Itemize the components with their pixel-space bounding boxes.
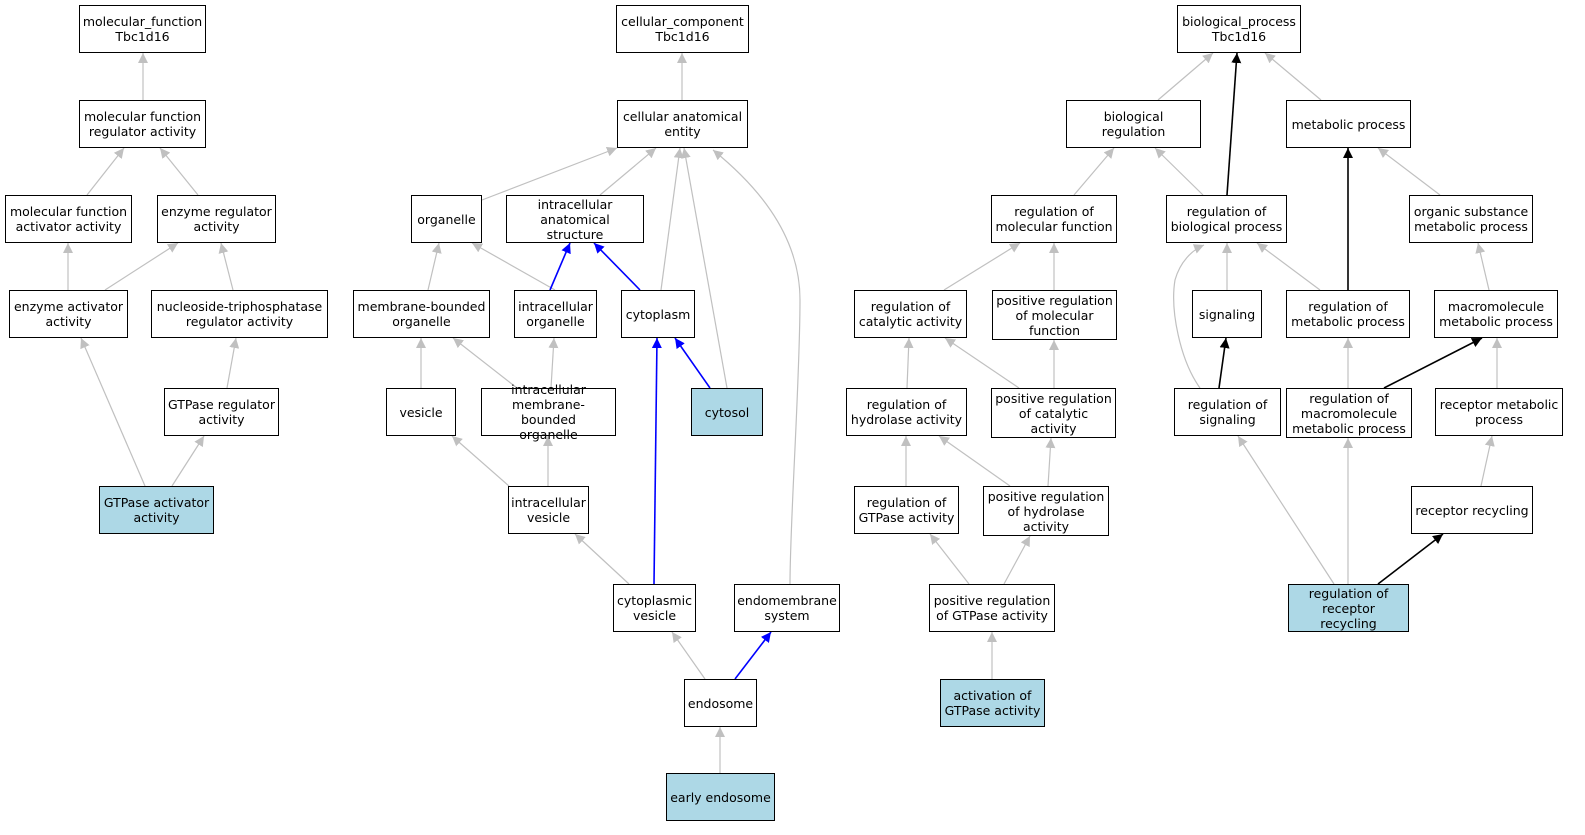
node-cytoplasm[interactable]: cytoplasm [621,290,695,338]
node-cc-root[interactable]: cellular_component Tbc1d16 [616,5,749,53]
edge-imbo-to-io [548,337,559,389]
edge-bio_reg-to-bp_root [1157,52,1214,101]
edge-cytosol-to-cae [680,147,728,389]
edge-reg_sig-to-reg_bp [1173,244,1205,389]
node-organelle[interactable]: organelle [411,195,482,243]
edge-ntp_reg-to-enz_reg [218,242,234,291]
edge-gtpase_reg-to-ntp_reg [226,337,240,389]
edge-reg_mmp-to-mmp [1383,337,1483,389]
node-mbo[interactable]: membrane-bounded organelle [353,290,490,338]
node-rec-recyc[interactable]: receptor recycling [1411,486,1533,534]
edge-osmp-to-met_proc [1377,147,1441,196]
edge-cytoplasm-to-cae [660,147,684,291]
edge-reg_cat-to-reg_mf [943,242,1021,291]
node-reg-mf[interactable]: regulation of molecular function [991,195,1117,243]
node-act-gtp[interactable]: activation of GTPase activity [940,679,1045,727]
node-pos-reg-cat[interactable]: positive regulation of catalytic activit… [991,388,1116,438]
node-mf-reg[interactable]: molecular function regulator activity [79,100,206,148]
node-signaling[interactable]: signaling [1192,290,1262,338]
node-pos-reg-hyd[interactable]: positive regulation of hydrolase activit… [983,486,1109,536]
node-mf-act[interactable]: molecular function activator activity [5,195,132,243]
edge-organelle-to-cae [481,146,618,201]
edge-reg_mp-to-reg_bp [1256,242,1321,291]
edge-cv-to-cytoplasm [651,337,662,585]
node-reg-sig[interactable]: regulation of signaling [1174,388,1281,436]
node-bio-reg[interactable]: biological regulation [1066,100,1201,148]
node-ias[interactable]: intracellular anatomical structure [506,195,644,243]
node-enz-reg[interactable]: enzyme regulator activity [157,195,276,243]
node-reg-hyd[interactable]: regulation of hydrolase activity [846,388,967,436]
edge-reg_sig-to-signaling [1218,337,1230,389]
edge-rec_recyc-to-rmp [1480,435,1495,487]
edge-enz_reg-to-mf_reg [159,147,199,196]
edge-reg_rec_recyc-to-reg_sig [1237,435,1335,585]
node-imbo[interactable]: intracellular membrane-bounded organelle [481,382,616,442]
edge-reg_rec_recyc-to-rec_recyc [1377,533,1444,585]
edge-io-to-ias [549,242,571,291]
node-io[interactable]: intracellular organelle [514,290,597,338]
node-pos-reg-gtp[interactable]: positive regulation of GTPase activity [929,584,1055,632]
edge-imbo-to-mbo [452,337,518,389]
edge-gtpase_act-to-enz_act [80,337,146,487]
edge-mmp-to-osmp [1475,242,1490,291]
edge-reg_bp-to-bio_reg [1154,147,1204,196]
node-mmp[interactable]: macromolecule metabolic process [1434,290,1558,338]
node-endosome[interactable]: endosome [684,679,757,727]
node-met-proc[interactable]: metabolic process [1286,100,1411,148]
edge-pos_reg_cat-to-reg_cat [944,337,1020,389]
edge-ias-to-cae [599,147,657,196]
edge-met_proc-to-bp_root [1264,52,1322,101]
node-iv[interactable]: intracellular vesicle [508,486,589,534]
edge-reg_mf-to-bio_reg [1073,147,1115,196]
edge-reg_bp-to-bp_root [1226,52,1242,196]
edge-mf_act-to-mf_reg [86,147,125,196]
edge-iv-to-vesicle [451,435,510,487]
node-bp-root[interactable]: biological_process Tbc1d16 [1177,5,1301,53]
node-ntp-reg[interactable]: nucleoside-triphosphatase regulator acti… [151,290,328,338]
node-mf-root[interactable]: molecular_function Tbc1d16 [79,5,206,53]
edge-reg_hyd-to-reg_cat [903,337,914,389]
node-reg-cat[interactable]: regulation of catalytic activity [854,290,967,338]
edge-pos_reg_gtp-to-pos_reg_hyd [1003,535,1031,585]
node-early-endo[interactable]: early endosome [666,773,775,821]
node-cae[interactable]: cellular anatomical entity [617,100,748,148]
edge-cytoplasm-to-ias [593,242,641,291]
node-gtpase-act[interactable]: GTPase activator activity [99,486,214,534]
node-reg-rec-recyc[interactable]: regulation of receptor recycling [1288,584,1409,632]
node-reg-mp[interactable]: regulation of metabolic process [1286,290,1410,338]
edge-gtpase_act-to-gtpase_reg [171,435,205,487]
edge-endosome-to-cv [671,631,706,680]
node-reg-bp[interactable]: regulation of biological process [1166,195,1287,243]
edge-endosome-to-endomem [734,631,772,680]
edge-pos_reg_hyd-to-pos_reg_cat [1045,437,1056,487]
node-osmp[interactable]: organic substance metabolic process [1409,195,1533,243]
node-gtpase-reg[interactable]: GTPase regulator activity [164,388,279,436]
edge-pos_reg_gtp-to-reg_gtp [929,533,970,585]
node-endomem[interactable]: endomembrane system [734,584,840,632]
node-cytosol[interactable]: cytosol [691,388,763,436]
node-pos-reg-mf[interactable]: positive regulation of molecular functio… [992,290,1117,340]
edge-io-to-organelle [471,242,556,291]
node-enz-act[interactable]: enzyme activator activity [9,290,128,338]
edge-cv-to-iv [574,533,630,585]
edge-endomem-to-cae [712,149,801,585]
node-vesicle[interactable]: vesicle [386,388,456,436]
edge-pos_reg_hyd-to-reg_hyd [938,435,1011,487]
node-reg-mmp[interactable]: regulation of macromolecule metabolic pr… [1286,388,1412,438]
node-reg-gtp[interactable]: regulation of GTPase activity [854,486,959,534]
edge-enz_act-to-enz_reg [104,242,179,291]
node-rmp[interactable]: receptor metabolic process [1435,388,1563,436]
node-cv[interactable]: cytoplasmic vesicle [613,584,696,632]
edge-mbo-to-organelle [427,242,442,291]
edge-cytosol-to-cytoplasm [674,337,711,389]
